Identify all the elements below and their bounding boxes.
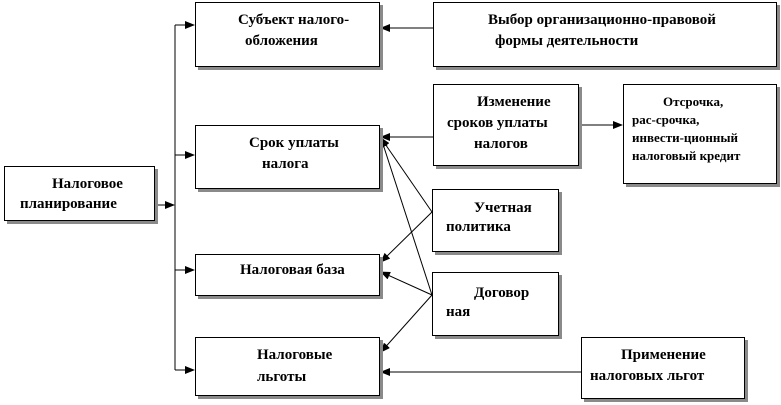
node-subject-line-2: обложения <box>245 33 318 49</box>
node-deferral <box>623 84 777 184</box>
node-subject <box>195 2 380 67</box>
node-benefits-apply <box>581 337 745 399</box>
node-deferral-line-1: Отсрочка, <box>663 94 724 109</box>
node-planning-line-2: планирование <box>20 196 117 212</box>
node-contract-line-1: Договор <box>474 285 530 301</box>
node-planning-line-1: Налоговое <box>52 176 123 192</box>
node-form-choice <box>433 2 777 67</box>
edge-contract-to-term <box>379 137 433 296</box>
node-accounting-policy-line-2: политика <box>446 219 511 235</box>
edge-contract-to-base <box>380 271 433 296</box>
node-form-choice-line-2: формы деятельности <box>495 33 639 49</box>
node-term-change-line-2: сроков уплаты <box>447 115 548 131</box>
node-deferral-line-2: рас-срочка, <box>632 112 700 127</box>
node-term-change <box>433 84 579 166</box>
node-deferral-line-4: налоговый кредит <box>632 148 741 163</box>
node-accounting-policy <box>432 189 559 252</box>
node-benefits <box>195 337 380 396</box>
node-tax-base-line-1: Налоговая база <box>240 262 345 278</box>
node-benefits-line-1: Налоговые <box>257 347 333 363</box>
node-contract <box>432 272 559 336</box>
node-payment-term <box>195 125 380 189</box>
edge-policy-to-base <box>380 211 433 263</box>
node-benefits-apply-line-2: налоговых льгот <box>590 368 705 384</box>
node-form-choice-line-1: Выбор организационно-правовой <box>488 12 716 28</box>
node-contract-line-2: ная <box>446 304 471 320</box>
edge-contract-to-benefits <box>380 294 433 353</box>
node-planning <box>4 166 155 221</box>
node-tax-base <box>195 254 380 296</box>
edge-policy-to-term <box>380 137 433 213</box>
node-deferral-line-3: инвести-ционный <box>632 130 739 145</box>
node-payment-term-line-2: налога <box>262 156 309 172</box>
node-subject-line-1: Субъект налого- <box>238 12 350 28</box>
node-benefits-apply-line-1: Применение <box>621 347 706 363</box>
node-benefits-line-2: льготы <box>257 369 307 385</box>
node-term-change-line-3: налогов <box>474 136 528 152</box>
node-accounting-policy-line-1: Учетная <box>474 200 532 216</box>
node-payment-term-line-1: Срок уплаты <box>249 135 339 151</box>
node-term-change-line-1: Изменение <box>477 94 551 110</box>
